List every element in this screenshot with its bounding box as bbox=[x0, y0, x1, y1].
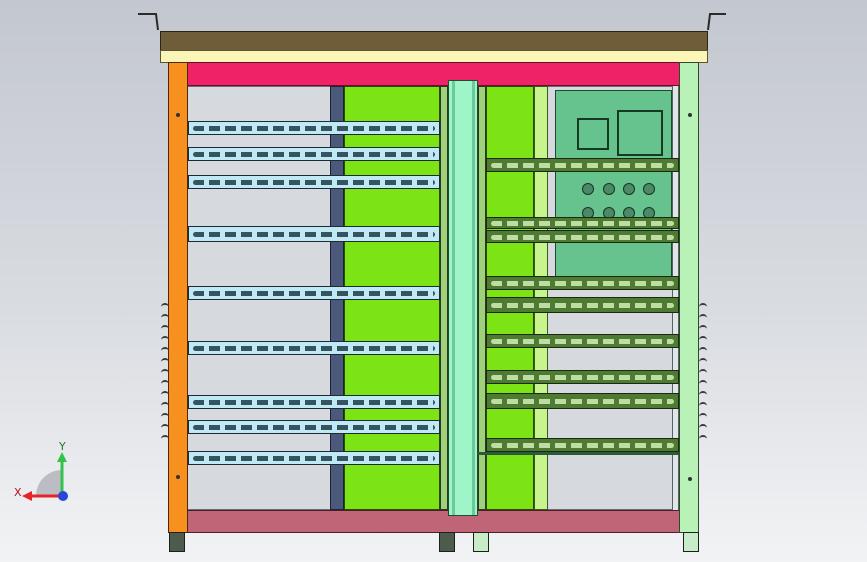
left-post bbox=[168, 62, 188, 533]
din-rail-dark bbox=[486, 438, 679, 452]
foot bbox=[169, 532, 185, 552]
foot bbox=[473, 532, 489, 552]
din-rail bbox=[188, 341, 440, 355]
roof-top bbox=[160, 31, 708, 51]
cutout-square bbox=[577, 118, 609, 150]
foot bbox=[439, 532, 455, 552]
cutout-large bbox=[617, 110, 663, 156]
din-rail-dark bbox=[486, 276, 679, 290]
center-strip-left bbox=[440, 86, 448, 510]
foot bbox=[683, 532, 699, 552]
bottom-plinth bbox=[187, 510, 681, 533]
din-rail bbox=[188, 420, 440, 434]
knob-icon bbox=[582, 183, 594, 195]
knob-icon bbox=[623, 183, 635, 195]
din-rail-dark bbox=[486, 230, 679, 243]
din-rail bbox=[188, 286, 440, 300]
din-rail bbox=[188, 121, 440, 135]
din-rail bbox=[188, 226, 440, 242]
din-rail-dark bbox=[486, 158, 679, 172]
din-rail-dark bbox=[486, 370, 679, 384]
din-rail-dark bbox=[486, 217, 679, 229]
din-rail bbox=[188, 175, 440, 189]
bottom-bar bbox=[478, 452, 679, 455]
din-rail-dark bbox=[486, 334, 679, 348]
knob-icon bbox=[643, 183, 655, 195]
mount-plate bbox=[555, 90, 672, 278]
right-post bbox=[679, 62, 699, 533]
axis-triad[interactable]: Y X bbox=[12, 440, 82, 510]
din-rail bbox=[188, 451, 440, 465]
axis-x-label: X bbox=[14, 486, 22, 499]
din-rail-dark bbox=[486, 393, 679, 409]
center-strip-right bbox=[478, 86, 486, 510]
top-header bbox=[187, 62, 681, 86]
roof-hooks bbox=[138, 13, 726, 31]
din-rail bbox=[188, 395, 440, 409]
knob-icon bbox=[603, 183, 615, 195]
din-rail bbox=[188, 147, 440, 161]
axis-y-label: Y bbox=[59, 440, 66, 453]
door-frame bbox=[448, 80, 478, 516]
din-rail-dark bbox=[486, 297, 679, 313]
triad-icon bbox=[22, 452, 68, 501]
